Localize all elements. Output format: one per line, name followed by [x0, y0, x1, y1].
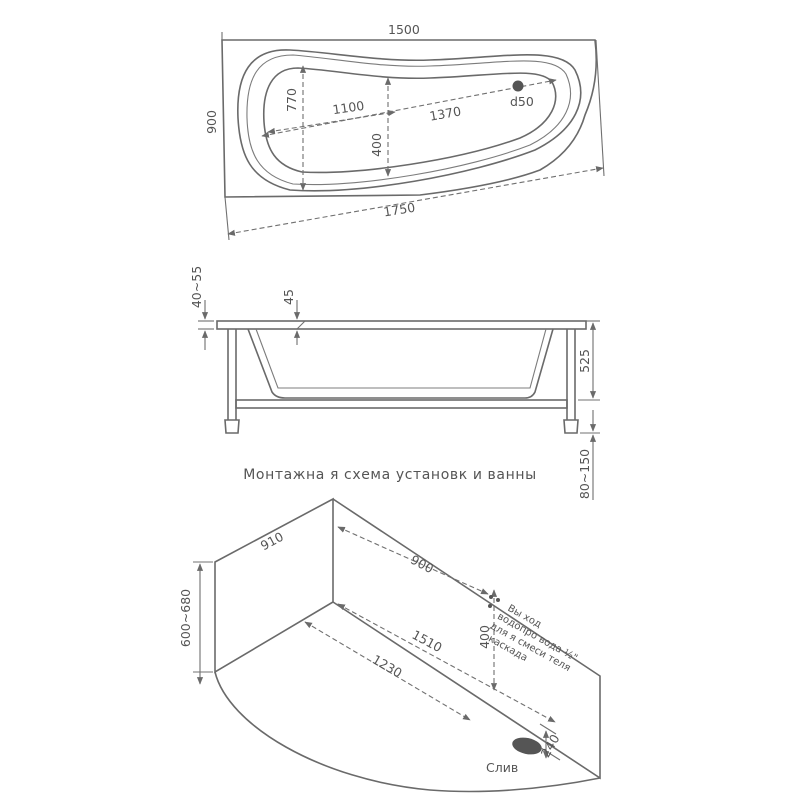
- dim-1370-label: 1370: [428, 103, 462, 123]
- water-outlet-dot-1: [489, 595, 493, 599]
- dim-depth-label: 900: [204, 110, 219, 134]
- dim-400-label: 400: [369, 133, 384, 157]
- floor-contour: [214, 671, 601, 793]
- frame-foot-left: [224, 419, 240, 434]
- tub-basin-bottom: [262, 67, 557, 174]
- tub-outer-contour: [221, 39, 598, 198]
- dim-outlet-height-label: 400: [477, 625, 492, 649]
- dim-length-1-label: 1510: [410, 627, 445, 655]
- tub-body-inner: [255, 328, 547, 389]
- tub-rim-plate: [216, 320, 587, 330]
- dim-line-1370: [261, 78, 557, 138]
- drain-ellipse: [512, 737, 542, 755]
- tub-body-profile: [247, 328, 554, 399]
- dim-height-label: 600~680: [178, 589, 193, 647]
- dim-1750-label: 1750: [382, 200, 416, 220]
- dim-length-2-label: 1230: [370, 652, 405, 681]
- dim-wall-short-label: 910: [258, 529, 286, 553]
- side-view: 40~55 45 525 80~150: [189, 266, 600, 500]
- tub-rim-contour: [237, 49, 582, 192]
- top-view: 1500 900 770 400 1100 1370 d50 1750: [204, 22, 605, 241]
- wall-back: [332, 498, 601, 780]
- drain-hole: [512, 80, 524, 92]
- outlet-note: Вы ход водопро вода ½" для я смеси теля …: [486, 603, 579, 674]
- dim-1100-label: 1100: [332, 98, 366, 117]
- wall-left: [214, 497, 334, 674]
- frame-foot-right: [563, 419, 579, 434]
- water-outlet-dot-2: [496, 598, 500, 602]
- frame-crossbar: [235, 399, 568, 409]
- installation-caption: Монтажна я схема установк и ванны: [243, 467, 537, 483]
- dim-line-1750: [227, 166, 604, 236]
- drain-label: Слив: [486, 760, 518, 775]
- dim-offset-label: 45: [281, 289, 296, 305]
- water-outlet-dot-3: [488, 604, 492, 608]
- dim-width-label: 1500: [388, 22, 420, 37]
- dim-rim-label: 40~55: [189, 266, 204, 308]
- dim-line-1100: [267, 110, 396, 134]
- drain-diameter-label: d50: [510, 94, 534, 109]
- dim-wall-long-label: 900: [408, 552, 436, 576]
- dim-770-label: 770: [284, 88, 299, 112]
- dim-legs-label: 80~150: [577, 449, 592, 499]
- tub-rim-inner: [246, 54, 571, 186]
- installation-view: 910 900 600~680 1510 1230 400 Вы ход вод…: [178, 497, 601, 793]
- dim-depth-label: 525: [577, 349, 592, 373]
- dim-drain-label: 240: [538, 732, 563, 760]
- dim-line-900: [337, 526, 489, 595]
